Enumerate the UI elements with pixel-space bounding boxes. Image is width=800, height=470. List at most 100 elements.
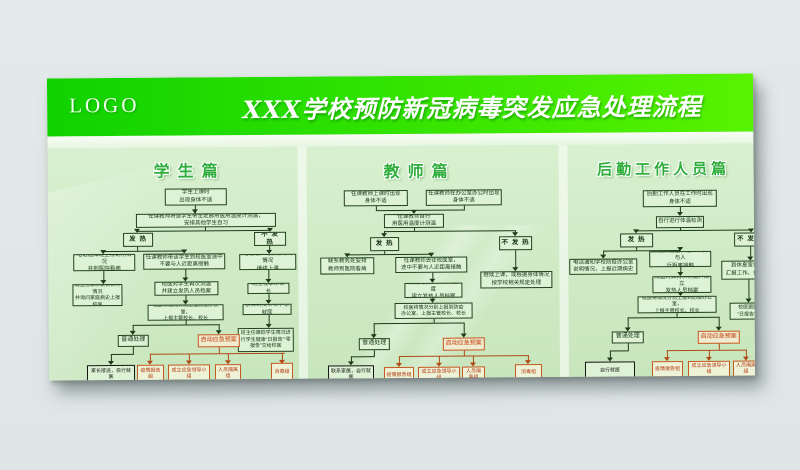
section-title-logistics: 后勤工作人员篇 (597, 160, 731, 179)
flowchart-poster: LOGO XXX学校预防新冠病毒突发应急处理流程 学生篇 学生上课时 出现身体不… (46, 73, 756, 381)
flow-box-teacher-emg-child: 人员隔离组 (461, 366, 486, 381)
arrowhead (715, 326, 722, 331)
arrowhead (344, 253, 351, 258)
flow-box-teacher-emergency: 启动应急预案 (442, 337, 485, 351)
flow-box-logi-mid-2: 校医对其再次测温并建立 发热人员档案 (652, 275, 712, 294)
arrowhead (182, 277, 189, 282)
connector (515, 250, 517, 268)
connector (666, 350, 668, 358)
arrowhead (215, 330, 222, 335)
flow-box-logi-fever-mid: 去往校医室，途中不要与人 近距离接触 (649, 250, 712, 268)
flow-box-logi-normal: 普通处理 (611, 331, 644, 344)
connector (110, 353, 134, 356)
arrowhead (370, 334, 377, 339)
flow-box-teacher-start-a: 任课教师上课时出现 身体不适 (343, 189, 408, 207)
arrowhead (395, 362, 402, 368)
arrowhead (134, 228, 141, 233)
arrowhead (624, 327, 631, 332)
flow-box-student-no-fever: 不 发 热 (254, 231, 287, 247)
connector (708, 349, 710, 357)
flow-box-teacher-nofever-1: 继续上课，或根据身体情况 按学校相关规定处理 (480, 270, 553, 289)
flow-box-student-left-2: 班主任联系家长说明情况 并询问家庭病史上报校医 (72, 283, 123, 307)
flow-box-student-normal: 普通处理 (117, 334, 149, 347)
connector (609, 350, 611, 358)
poster-title: XXX学校预防新冠病毒突发应急处理流程 (242, 91, 702, 125)
arrowhead (182, 300, 189, 305)
connector (281, 352, 283, 360)
connector (472, 355, 474, 363)
connector (627, 343, 629, 351)
flow-box-student-fever-mid: 任课教师带该学生到校医室途中 不要与人近距离接触 (143, 253, 226, 270)
flow-box-student-normal-child: 家长接送，自行就医 (86, 364, 136, 381)
logo-text: LOGO (69, 92, 140, 118)
arrowhead (677, 272, 684, 277)
arrowhead (224, 360, 231, 365)
flow-box-logi-normal-child: 自行就医 (584, 361, 636, 380)
arrowhead (410, 209, 417, 214)
arrowhead (748, 228, 755, 233)
flow-box-logi-emergency: 启动应急预案 (697, 330, 740, 344)
connector (750, 246, 752, 257)
arrowhead (428, 252, 435, 257)
flow-box-teacher-mid-2: 校医对教师再次测温度 建立发热人员档案 (404, 282, 463, 298)
arrowhead (469, 362, 476, 367)
connector (463, 322, 465, 334)
flow-box-logi-fever-left: 电话通知学校防疫办公室 说明情况，上报近期病史 (569, 258, 638, 275)
arrowhead (429, 298, 436, 303)
flow-box-student-nofever-1: 电话通知班主任说明情况 继续上课 (239, 253, 297, 271)
flow-box-teacher-emg-child: 消毒组 (514, 364, 543, 381)
flow-box-logi-mid-3: 校医将情况分别上报到防疫办公室， 上报主管校长、校长 (637, 295, 717, 314)
arrowhead (747, 256, 754, 261)
arrowhead (265, 278, 272, 283)
flow-box-teacher-measure: 任课教师自行 用医用温度计测温 (383, 213, 445, 229)
flow-box-teacher-start-b: 任课教师在办公室办公时出现 身体不适 (425, 189, 502, 206)
flow-box-logi-nofever-1: 到休息室休息， 汇报工作、休息情况 (721, 260, 756, 280)
flow-box-teacher-emg-child: 疫情报告组 (383, 366, 415, 381)
arrowhead (381, 233, 388, 238)
connector (350, 356, 375, 358)
connector (398, 356, 400, 364)
arrowhead (146, 360, 153, 365)
connector (185, 269, 187, 278)
flow-box-teacher-no-fever: 不 发 热 (499, 236, 533, 251)
arrowhead (435, 362, 442, 367)
arrowhead (181, 249, 188, 254)
arrowhead (460, 333, 467, 338)
arrowhead (600, 254, 607, 259)
connector (110, 354, 112, 362)
flow-box-teacher-mid-3: 校医将情况分别上报到防疫 办公室、上报主管校长、校长 (394, 302, 473, 320)
flow-box-teacher-normal: 普通处理 (358, 338, 390, 351)
arrowhead (512, 232, 519, 237)
arrowhead (677, 292, 684, 297)
flow-box-logi-measure: 自行进行体温检测 (655, 215, 705, 229)
connector (103, 271, 105, 281)
connector (438, 355, 440, 363)
arrowhead (278, 359, 285, 364)
flow-box-student-emergency: 启动应急预案 (197, 334, 240, 348)
arrowhead (191, 209, 198, 214)
connector (188, 353, 190, 361)
flow-box-student-nofever-2: 班主任联系家长 (247, 282, 290, 295)
flow-box-teacher-normal-child: 联系家属，自行就医 (327, 365, 375, 381)
arrowhead (129, 330, 136, 335)
flow-box-student-emg-child: 成立应急领导小组 (167, 364, 211, 381)
flow-box-student-emg-child: 消毒组 (270, 362, 294, 381)
flow-box-logi-fever: 发 热 (620, 233, 654, 248)
flow-box-student-nofever-3: 家长到校带领学生就医 (242, 303, 292, 316)
section-divider (297, 146, 309, 379)
connector (268, 269, 270, 279)
flow-box-student-fever-left: 电话通知班主任说明情况 并到医院看病 (73, 253, 136, 272)
flow-box-student-start: 学生上课时 出现身体不适 (164, 188, 227, 206)
arrowhead (347, 361, 354, 366)
connector (132, 346, 134, 354)
connector (748, 279, 750, 299)
arrowhead (429, 278, 436, 283)
connector (609, 350, 629, 352)
flow-box-logi-emg-child: 疫情报告组 (651, 361, 684, 378)
flow-box-teacher-emg-child: 成立应急领导小组 (417, 366, 461, 381)
arrowhead (266, 249, 273, 254)
connector (268, 314, 270, 324)
arrowhead (663, 357, 670, 362)
arrowhead (676, 212, 683, 217)
flow-box-student-emg-child: 疫情报告组 (136, 364, 165, 381)
